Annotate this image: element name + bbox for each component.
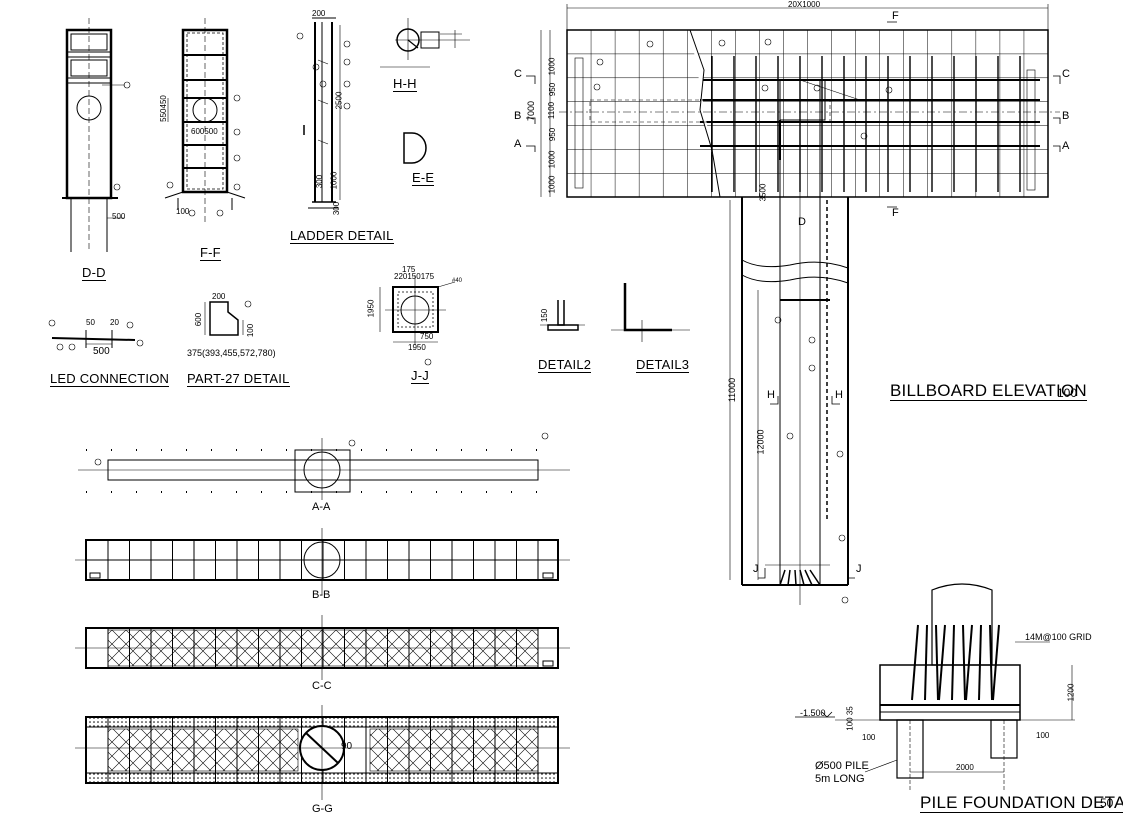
dim-part27-side: 600 [194,312,204,327]
pile-line2: 5m LONG [815,773,865,785]
section-cc [75,615,570,680]
led-connection-detail [48,319,144,351]
title-hh: H-H [393,76,417,92]
dim-ff-b: 550450 [158,95,168,122]
dim-jj-side: 1950 [366,299,376,318]
dim-ladder-low: 1000 [329,171,339,190]
elevation-side-3: 1100 [547,101,557,120]
elevation-side-4: 950 [548,127,558,142]
dim-jj-top: 220150175 [394,272,435,281]
dim-jj-b2: 1950 [408,343,426,352]
dim-ladder-mid: 2500 [334,91,344,110]
cut-j-right: J [856,563,862,575]
cut-d: D [798,216,806,228]
elevation-scale: 100 [1057,386,1078,400]
title-ladder: LADDER DETAIL [290,228,394,244]
dim-ladder-top: 200 [312,9,326,18]
title-pile: PILE FOUNDATION DETAIL [920,793,1123,813]
pile-scale: 50 [1100,796,1114,810]
title-led: LED CONNECTION [50,371,170,387]
cut-h-right: H [835,389,843,401]
ladder-detail [296,17,351,209]
cut-f-top: F [892,10,899,22]
section-hh [380,18,470,68]
elevation-pole-2: 12000 [755,429,766,455]
elevation-side-6: 1000 [547,175,557,194]
section-aa [78,432,570,500]
billboard-elevation [526,4,1061,605]
dim-ladder-base: 300 [332,201,342,216]
cut-a-left: A [514,138,522,150]
pile-dim-width: 2000 [956,763,974,772]
dim-gg: 90 [341,741,353,752]
title-gg: G-G [312,803,333,815]
cut-f-bottom: F [892,207,899,219]
pile-foundation-detail [795,583,1075,790]
cut-a-right: A [1062,140,1070,152]
part27-note: 375(393,455,572,780) [187,348,276,358]
section-ff [164,18,246,225]
title-cc: C-C [312,680,332,692]
pile-dim-side: 100 35 [845,706,855,731]
detail-3 [611,283,690,342]
section-bb [75,528,570,595]
cut-b-right: B [1062,110,1070,122]
cut-h-left: H [767,389,775,401]
section-ee [403,132,427,164]
title-jj: J-J [411,368,429,384]
dim-dd: 500 [112,212,126,221]
cut-c-left: C [514,68,522,80]
cut-b-left: B [514,110,522,122]
dim-jj-top2: 175 [402,265,416,274]
elevation-side-2: 950 [548,82,558,97]
dim-part27-small: 100 [246,323,256,338]
dim-led-b: 20 [110,318,119,327]
elevation-top-dim: 20X1000 [788,0,821,9]
elevation-side-5: 1000 [547,150,557,169]
title-ff: F-F [200,245,221,261]
dim-ff-a: 600500 [191,127,218,136]
pile-dim-100b: 100 [1036,731,1050,740]
section-jj [379,275,456,366]
part27-detail [204,300,252,336]
dim-part27-top: 200 [212,292,226,301]
dim-ff-c: 100 [176,207,190,216]
pile-grid-note: 14M@100 GRID [1025,632,1092,642]
dim-ladder-side: 300 [315,174,325,189]
title-aa: A-A [312,501,331,513]
pile-dim-100a: 100 [862,733,876,742]
title-detail3: DETAIL3 [636,357,690,373]
elevation-side-total: 7000 [526,100,537,122]
detail-2 [540,300,585,331]
elevation-pole-3: 3500 [758,183,768,202]
dim-jj-b1: 750 [420,332,434,341]
pile-line1: Ø500 PILE [815,760,869,772]
title-elevation: BILLBOARD ELEVATION [890,381,1087,401]
elevation-side-1: 1000 [547,57,557,76]
section-dd [62,18,131,252]
pile-dim-height: 1200 [1066,683,1076,702]
title-ee: E-E [412,170,435,186]
dim-detail2: 150 [540,308,550,323]
title-part27: PART-27 DETAIL [187,371,290,387]
dim-led-c: 500 [93,346,110,357]
title-dd: D-D [82,265,106,281]
cut-j-left: J [753,563,759,575]
pile-level: -1.500 [800,708,826,718]
section-gg [75,705,570,800]
dim-led-a: 50 [86,318,95,327]
tag-jj: #40 [452,278,463,284]
elevation-pole-1: 11000 [727,377,738,403]
title-bb: B-B [312,589,331,601]
cut-c-right: C [1062,68,1070,80]
title-detail2: DETAIL2 [538,357,592,373]
